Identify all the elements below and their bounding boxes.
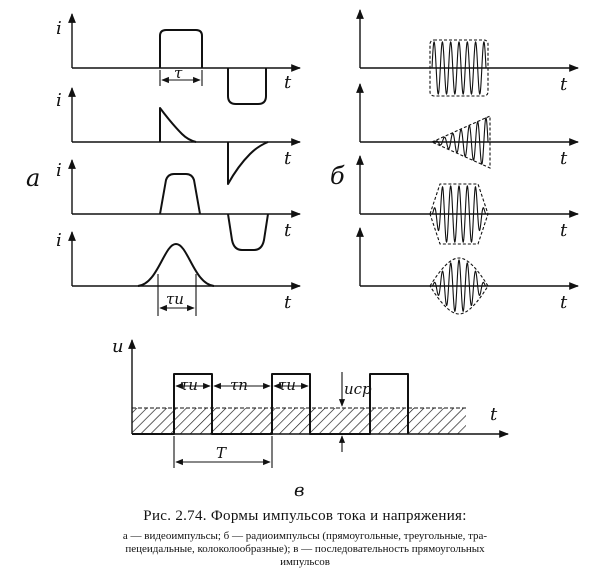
axis-label-t: t (560, 148, 568, 169)
tau-i-label: τи (166, 290, 184, 308)
tau-p-label: τп (230, 376, 248, 394)
radio-pulse-trapezoidal: t (356, 155, 579, 245)
caption-line-2: пецеидальные, колоколообразные); в — пос… (125, 543, 485, 555)
positive-pulse (159, 173, 201, 215)
axis-label-t: t (284, 220, 292, 241)
video-pulse-bell: i t τи (56, 230, 301, 316)
bell-pulse (137, 243, 215, 287)
panel-a: а i t τ i t i t (26, 13, 301, 316)
carrier-wave (431, 184, 487, 244)
panel-v: u t τи τп τи T uср в (112, 336, 509, 501)
panel-v-label: в (294, 480, 304, 501)
axis-label-t: t (284, 292, 292, 313)
video-pulse-trapezoidal: i t (56, 159, 301, 251)
radio-pulse-bell: t (356, 227, 579, 315)
axis-label-t: t (560, 220, 568, 241)
panel-b-label: б (330, 162, 345, 190)
panel-a-label: а (26, 164, 40, 192)
carrier-wave (433, 117, 489, 165)
envelope (429, 257, 489, 315)
axis-label-t: t (490, 404, 498, 425)
axis-label-i: i (56, 18, 62, 39)
tau-i-label-2: τи (278, 376, 296, 394)
carrier-wave (431, 258, 487, 313)
envelope (429, 183, 489, 245)
axis-label-t: t (560, 292, 568, 313)
axis-label-i: i (56, 160, 62, 181)
pulse-train (132, 373, 409, 435)
axis-label-u: u (112, 336, 124, 357)
radio-pulse-rectangular: t (356, 9, 579, 97)
caption-line-1: а — видеоимпульсы; б — радиоимпульсы (пр… (122, 530, 488, 542)
caption-line-3: импульсов (280, 556, 330, 568)
axis-label-t: t (284, 72, 292, 93)
axis-label-i: i (56, 90, 62, 111)
average-level-hatch (132, 408, 466, 434)
tau-i-label-1: τи (180, 376, 198, 394)
carrier-wave (431, 40, 487, 96)
positive-pulse (159, 29, 203, 68)
axis-label-i: i (56, 230, 62, 251)
u-sr-label: uср (344, 380, 372, 398)
video-pulse-rectangular: i t τ (56, 13, 301, 105)
caption-title: Рис. 2.74. Формы импульсов тока и напряж… (143, 508, 467, 524)
period-label: T (216, 444, 227, 462)
tau-label: τ (174, 64, 183, 82)
envelope (429, 39, 489, 97)
axis-label-t: t (560, 74, 568, 95)
radio-pulse-triangular: t (356, 83, 579, 169)
positive-pulse (159, 107, 197, 143)
panel-b: б t t t t (330, 9, 579, 315)
video-pulse-exponential: i t (56, 87, 301, 185)
axis-label-t: t (284, 148, 292, 169)
negative-pulse (227, 213, 269, 251)
negative-pulse (227, 68, 267, 105)
negative-pulse (227, 141, 269, 185)
